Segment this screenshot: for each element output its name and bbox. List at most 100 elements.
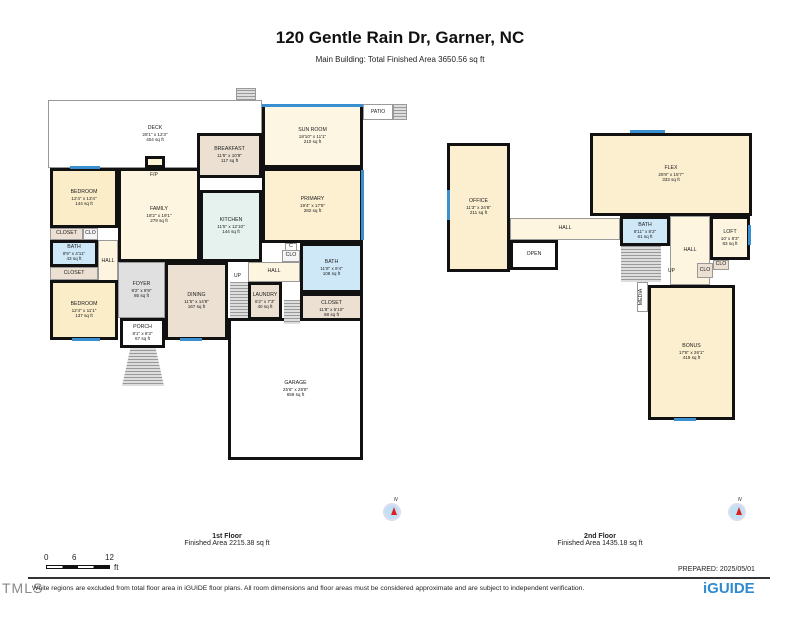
room-closet: CLOSET [50,228,83,240]
room-name: DINING [187,291,206,298]
room-name: PORCH [133,323,152,330]
room-name: CLO [699,266,711,273]
room-dims: 25'6" x 28'8" [282,386,309,392]
fireplace-label: F/P [150,172,158,178]
scale-bar: 0 6 12 ft [44,553,124,573]
room-dims: 18'2" x 19'1" [146,212,172,218]
room-dims: 11'5" x 12'10" [217,223,245,229]
room-name: MEDIA [638,288,645,306]
iguide-logo: iGUIDE [703,580,755,597]
room-area: 282 sq ft [303,208,322,214]
room-area: 68 sq ft [323,311,340,317]
room-clo: CLO [282,250,300,262]
room-name: BONUS [682,343,701,350]
room-dims: 25'9" x 15'7" [658,172,684,178]
room-dims: 8'1" x 8'3" [132,330,153,336]
room-name: SUN ROOM [298,126,327,133]
room-dims: 10' x 8'3" [720,235,740,241]
room-dims: 12'4" x 13'4" [71,195,97,201]
scale-tick: 12 [105,553,114,562]
room-name: HALL [267,268,281,275]
footer-divider [28,577,770,579]
room-dims: 6'2" x 7'3" [254,298,276,304]
garage-steps [284,300,300,324]
north-label: N [738,497,742,503]
disclaimer: White regions are excluded from total fl… [32,585,585,592]
room-area: 210 sq ft [303,138,322,144]
room-area: 144 sq ft [222,228,240,234]
room-dims: 11'8" x 5'10" [319,306,344,312]
room-hall: HALL [510,218,620,240]
room-area: 137 sq ft [75,312,93,318]
room-name: HALL [558,225,572,232]
window [630,130,665,133]
room-dims: 11'3" x 24'8" [466,205,491,211]
total-area: Main Building: Total Finished Area 3650.… [315,55,485,64]
room-name: OPEN [526,251,542,258]
room-dims: 18'10" x 11'1" [298,133,327,139]
room-clo: CLO [713,260,729,270]
floor2-label: 2nd Floor [584,533,616,540]
room-area: 40 sq ft [257,303,273,309]
room-name: CLOSET [321,299,342,306]
room-area: 117 sq ft [220,158,239,164]
room-dims: 17'8" x 26'1" [678,350,705,356]
room-name: BEDROOM [70,188,98,195]
porch-stairs [122,348,164,386]
room-c: C [285,243,297,251]
room-name: FLEX [664,165,678,172]
floor1-label: 1st Floor [212,533,242,540]
room-area: 279 sq ft [150,217,168,223]
deck-stairs [236,88,256,100]
room-name: FAMILY [149,205,169,212]
room-name: HALL [683,246,697,253]
floor2-area: Finished Area 1435.18 sq ft [557,540,643,547]
room-area: 419 sq ft [682,355,701,361]
room-dims: 11'8" x 9'4" [320,265,343,271]
room-dims: 8'11" x 8'2" [633,228,657,234]
room-dims: 12'4" x 11'1" [71,307,97,313]
patio-stairs [393,104,407,120]
room-area: 659 sq ft [286,391,305,397]
room-area: 67 sq ft [134,335,151,341]
room-media: MEDIA [637,282,648,312]
room-name: CLOSET [56,230,77,237]
room-name: FOYER [132,280,151,287]
room-name: BATH [638,221,652,228]
room-name: CLO [715,261,727,268]
room-clo: CLO [83,228,98,240]
fireplace [145,156,165,168]
room-name: LAUNDRY [252,291,278,298]
room-name: KITCHEN [219,216,243,223]
room-name: HALL [101,257,115,264]
room-closet: CLOSET [50,267,98,280]
room-name: GARAGE [284,379,307,386]
room-area: 333 sq ft [662,177,680,183]
room-name: OFFICE [468,198,489,205]
room-name: CLOSET [63,269,85,276]
compass-icon [728,503,746,521]
window [447,190,450,220]
room-name: BEDROOM [70,300,98,307]
room-name: CLO [85,230,96,237]
room-name: LOFT [723,228,737,235]
